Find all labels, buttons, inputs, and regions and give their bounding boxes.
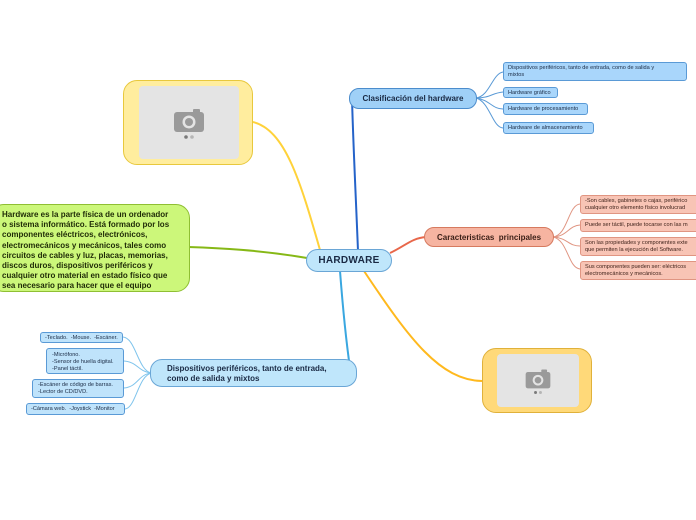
link-peri-2 xyxy=(123,360,153,374)
link-clas-2 xyxy=(475,91,504,99)
link-car-3 xyxy=(552,236,581,247)
link-caracteristicas xyxy=(389,236,427,254)
link-clasificacion xyxy=(351,97,359,252)
caracteristicas-item-2[interactable]: Puede ser táctil, puede tocarse con las … xyxy=(580,219,696,232)
clasificacion-label: Clasificación del hardware xyxy=(362,94,464,103)
link-peri-1 xyxy=(122,336,153,374)
image-node-1[interactable] xyxy=(123,80,253,165)
perifericos-item-2[interactable]: -Micrófono. -Sensor de huella digital. -… xyxy=(46,348,124,374)
link-car-2 xyxy=(552,224,581,238)
image-placeholder-1 xyxy=(139,86,239,159)
perifericos-item-4[interactable]: -Cámara web. -Joystick -Monitor xyxy=(26,403,125,415)
clasificacion-node[interactable]: Clasificación del hardware xyxy=(349,88,477,109)
central-topic-label: HARDWARE xyxy=(318,255,380,266)
perifericos-item-3[interactable]: -Escáner de código de barras. -Lector de… xyxy=(32,379,124,398)
image-node-2[interactable] xyxy=(482,348,592,413)
clasificacion-item-2[interactable]: Hardware gráfico xyxy=(503,87,558,98)
central-topic-node[interactable]: HARDWARE xyxy=(306,249,392,272)
link-clas-1 xyxy=(475,71,504,99)
clasificacion-item-3[interactable]: Hardware de procesamiento xyxy=(503,103,588,115)
image-placeholder-2 xyxy=(497,354,579,407)
link-image-1 xyxy=(252,121,321,251)
link-car-1 xyxy=(552,203,581,238)
link-car-4 xyxy=(552,236,581,270)
perifericos-node[interactable]: Dispositivos periféricos, tanto de entra… xyxy=(150,359,357,387)
definicion-node[interactable]: Hardware es la parte física de un ordena… xyxy=(0,204,190,292)
camera-placeholder-icon xyxy=(525,368,551,394)
perifericos-item-1[interactable]: -Teclado. -Mouse. -Escáner. xyxy=(40,332,123,343)
link-peri-4 xyxy=(124,372,153,410)
link-image-2 xyxy=(363,270,483,382)
caracteristicas-item-3[interactable]: Son las propiedades y componentes exte q… xyxy=(580,237,696,256)
caracteristicas-node[interactable]: Caracteristicas principales xyxy=(424,227,554,247)
clasificacion-item-4[interactable]: Hardware de almacenamiento xyxy=(503,122,594,134)
link-definicion xyxy=(187,246,308,259)
link-clas-4 xyxy=(475,97,504,129)
camera-placeholder-icon xyxy=(174,108,204,139)
caracteristicas-item-4[interactable]: Sus componentes pueden ser: eléctricos e… xyxy=(580,261,696,280)
clasificacion-item-1[interactable]: Dispositivos periféricos, tanto de entra… xyxy=(503,62,687,81)
caracteristicas-item-1[interactable]: -Son cables, gabinetes o cajas, periféri… xyxy=(580,195,696,214)
caracteristicas-label: Caracteristicas principales xyxy=(436,232,542,242)
link-perifericos xyxy=(339,270,351,369)
link-clas-3 xyxy=(475,97,504,110)
